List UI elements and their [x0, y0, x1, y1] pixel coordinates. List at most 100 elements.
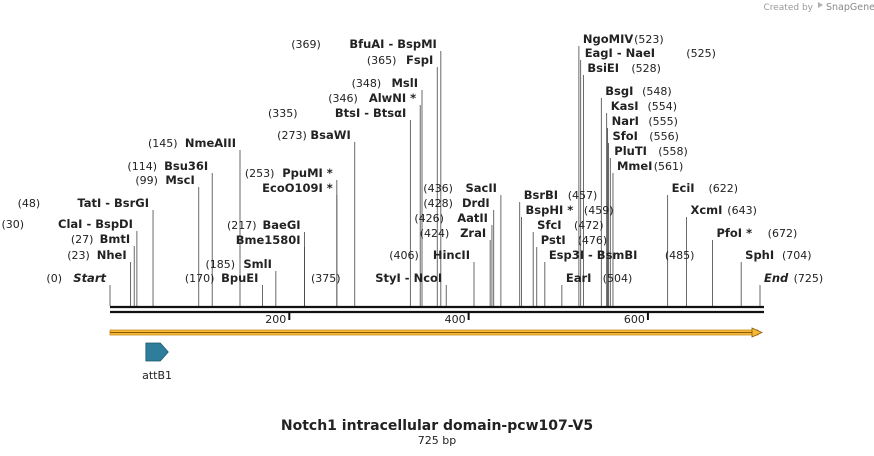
site-eari[interactable]: EarI(504)	[566, 271, 632, 285]
site-name: FspI	[406, 53, 433, 67]
site-name: DrdI	[462, 196, 490, 210]
site-name: BtsI - BtsαI	[335, 106, 406, 120]
site-sfci[interactable]: SfcI (472)	[537, 218, 603, 232]
site-name: Bme1580I	[236, 233, 301, 247]
site-position: (476)	[578, 234, 608, 247]
site-sacii[interactable]: SacII(436)	[423, 181, 497, 195]
map-title: Notch1 intracellular domain-pcw107-V5	[281, 418, 593, 434]
site-psti[interactable]: PstI(476)	[541, 233, 607, 247]
site-position: (0)	[46, 272, 62, 285]
site-position: (704)	[782, 249, 812, 262]
site-position: (672)	[768, 227, 798, 240]
site-nhei[interactable]: NheI(23)	[67, 248, 126, 262]
site-name: SfcI	[537, 218, 561, 232]
site-position: (48)	[18, 197, 41, 210]
tick-label: 200	[265, 313, 286, 326]
site-position: (346)	[328, 92, 358, 105]
site-esp3i-bsmbi[interactable]: Esp3I - BsmBI(485)	[549, 248, 695, 262]
site-alwni[interactable]: AlwNI *(346)	[328, 91, 416, 105]
site-name: MslI	[391, 76, 418, 90]
site-kasi[interactable]: KasI(554)	[611, 99, 677, 113]
site-name: SmlI	[243, 257, 272, 271]
site-name: BmtI	[100, 232, 131, 246]
site-name: BfuAI - BspMI	[349, 37, 436, 51]
site-position: (485)	[665, 249, 695, 262]
site-mmei[interactable]: MmeI(561)	[617, 159, 683, 173]
site-tati-bsrgi[interactable]: TatI - BsrGI (48)	[18, 196, 149, 210]
site-smli[interactable]: SmlI (185)	[205, 257, 271, 271]
site-bsu36i[interactable]: Bsu36I(114)	[127, 159, 208, 173]
site-bsiei[interactable]: BsiEI(528)	[587, 61, 661, 75]
site-name: TatI - BsrGI	[77, 196, 149, 210]
site-name: Start	[73, 271, 106, 285]
site-hincii[interactable]: HincII(406)	[389, 248, 470, 262]
site-baegi[interactable]: BaeGI(217)	[227, 218, 301, 232]
site-position: (185)	[205, 258, 235, 271]
site-position: (504)	[603, 272, 633, 285]
site-bmti[interactable]: BmtI(27)	[71, 232, 130, 246]
site-name: BaeGI	[263, 218, 301, 232]
site-name: Bsu36I	[164, 159, 208, 173]
site-name: MmeI	[617, 159, 653, 173]
orf-arrow[interactable]	[109, 327, 763, 338]
site-bsgi[interactable]: BsgI(548)	[605, 84, 671, 98]
site-bsrbi[interactable]: BsrBI(457)	[524, 188, 598, 202]
feature-track[interactable]: attB1	[142, 342, 172, 382]
site-position: (335)	[268, 107, 298, 120]
site-eagi-naei[interactable]: EagI - NaeI(525)	[585, 46, 716, 60]
site-name: BsiEI	[587, 61, 619, 75]
site-position: (725)	[794, 272, 824, 285]
site-clai-bspdi[interactable]: ClaI - BspDI(30)	[2, 217, 133, 231]
site-fspi[interactable]: FspI(365)	[367, 53, 433, 67]
site-ngomiv[interactable]: NgoMIV(523)	[583, 32, 664, 46]
orf-arrow-head-icon	[751, 327, 763, 338]
site-name: AatII	[457, 211, 488, 225]
site-name: End	[764, 271, 789, 285]
site-ecoo109i[interactable]: EcoO109I *	[262, 181, 333, 195]
site-sfoi[interactable]: SfoI(556)	[612, 129, 678, 143]
site-ppumi[interactable]: PpuMI *(253)	[245, 166, 333, 180]
site-position: (472)	[574, 219, 604, 232]
site-position: (643)	[727, 204, 757, 217]
site-styi-ncoi[interactable]: StyI - NcoI(375)	[311, 271, 442, 285]
site-aatii[interactable]: AatII(426)	[414, 211, 488, 225]
site-btsi-bts-i[interactable]: BtsI - BtsαI (335)	[268, 106, 406, 120]
site-position: (555)	[648, 115, 678, 128]
site-name: NarI	[612, 114, 639, 128]
site-name: NheI	[97, 248, 127, 262]
site-position: (428)	[423, 197, 453, 210]
site-name: ClaI - BspDI	[58, 217, 133, 231]
site-position: (348)	[352, 77, 382, 90]
feature-attb1[interactable]: attB1	[142, 342, 172, 382]
site-name: KasI	[611, 99, 639, 113]
site-position: (548)	[642, 85, 672, 98]
site-bpuei[interactable]: BpuEI(170)	[185, 271, 259, 285]
site-position: (424)	[420, 227, 450, 240]
site-pfoi[interactable]: PfoI *(672)	[716, 226, 797, 240]
site-bfuai-bspmi[interactable]: BfuAI - BspMI (369)	[291, 37, 437, 51]
site-end[interactable]: End (725)	[764, 271, 823, 285]
site-name: NmeAIII	[185, 136, 236, 150]
site-bme1580i[interactable]: Bme1580I	[236, 233, 301, 247]
site-position: (253)	[245, 167, 275, 180]
map-length: 725 bp	[418, 434, 456, 447]
site-ecii[interactable]: EciI(622)	[672, 181, 738, 195]
site-bsawi[interactable]: BsaWI(273)	[277, 128, 351, 142]
site-zrai[interactable]: ZraI(424)	[420, 226, 486, 240]
site-xcmi[interactable]: XcmI(643)	[690, 203, 756, 217]
site-position: (622)	[708, 182, 738, 195]
site-nari[interactable]: NarI (555)	[612, 114, 678, 128]
site-start[interactable]: Start (0)	[46, 271, 106, 285]
site-msci[interactable]: MscI(99)	[135, 173, 194, 187]
tick-label: 400	[445, 313, 466, 326]
site-position: (369)	[291, 38, 321, 51]
site-pluti[interactable]: PluTI(558)	[614, 144, 688, 158]
site-position: (99)	[135, 174, 158, 187]
site-drdi[interactable]: DrdI (428)	[423, 196, 489, 210]
site-nmeaiii[interactable]: NmeAIII(145)	[148, 136, 236, 150]
site-bsphi[interactable]: BspHI *(459)	[526, 203, 614, 217]
site-msli[interactable]: MslI (348)	[352, 76, 418, 90]
site-position: (436)	[423, 182, 453, 195]
site-name: BsrBI	[524, 188, 558, 202]
site-sphi[interactable]: SphI(704)	[745, 248, 811, 262]
